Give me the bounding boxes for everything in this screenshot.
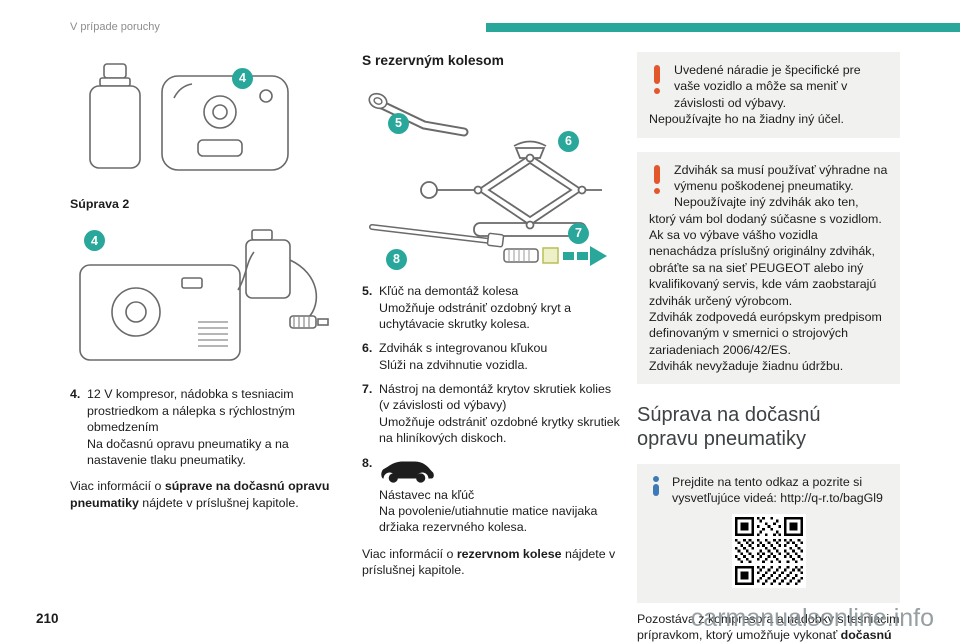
info-text: Prejdite na tento odkaz a pozrite si vys… [672, 474, 883, 505]
item-title: Nástavec na kľúč [379, 487, 475, 502]
info-icon [649, 475, 664, 496]
tool-item-6: 6. Zdvihák s integrovanou kľukou Slúži n… [362, 340, 622, 373]
watermark: carmanualsonline.info [690, 604, 934, 632]
page-number: 210 [36, 611, 59, 626]
compressor-with-bottle-illustration [79, 229, 329, 362]
qr-code-container [649, 514, 888, 592]
qr-code [731, 514, 806, 589]
callout-badge-5: 5 [388, 113, 409, 135]
qr-code-pattern [734, 517, 803, 586]
right-column: Uvedené náradie je špecifické pre vaše v… [637, 52, 900, 643]
item-number: 8. [362, 455, 373, 470]
warning-text: Nepoužívajte iný zdvihák ako ten, ktorý … [649, 195, 882, 226]
more-info-paragraph: Viac informácií o rezervnom kolese nájde… [362, 546, 622, 579]
callout-badge-7: 7 [568, 223, 589, 245]
warning-text: Nepoužívajte ho na žiadny iný účel. [649, 112, 844, 127]
warning-text: Zdvihák nevyžaduje žiadnu údržbu. [649, 359, 844, 373]
tool-item-8: 8. Nástavec na kľúč Na povolenie/utiahnu… [362, 455, 622, 536]
text-run: Pozostáva z kompresora a nádobky s tesni… [637, 611, 900, 643]
warning-box-jack: Zdvihák sa musí používať výhradne na vým… [637, 151, 900, 385]
item-desc: Na povolenie/utiahnutie matice navijaka … [379, 503, 598, 535]
spare-wheel-tools-figure: 5 6 7 8 [362, 75, 622, 275]
item-text: Nástroj na demontáž krytov skrutiek koli… [379, 381, 622, 447]
item-number: 4. [70, 387, 81, 402]
item-number: 6. [362, 341, 373, 356]
jack-and-wrench-illustration [368, 93, 607, 267]
kit-item-4: 4. 12 V kompresor, nádobka s tesniacim p… [70, 386, 332, 468]
sealant-bottle-and-compressor-illustration [89, 63, 289, 171]
car-icon [381, 461, 434, 483]
warning-text: Zdvihák zodpovedá európskym predpisom de… [649, 309, 882, 357]
middle-column: S rezervným kolesom [362, 52, 622, 578]
item-number: 7. [362, 382, 373, 397]
figure-caption: Súprava 2 [70, 197, 130, 211]
text-run: Viac informácií o [70, 479, 165, 494]
sealant-kit-top-figure: 4 [70, 52, 332, 192]
item-text: 12 V kompresor, nádobka s tesniacim pros… [87, 386, 332, 468]
section-subheading: S rezervným kolesom [362, 53, 504, 68]
section-title: Súprava na dočasnú opravu pneumatiky [637, 404, 821, 450]
text-run: Viac informácií o [362, 546, 457, 561]
text-run-bold: súprave na dočasnú opravu pneumatiky [70, 479, 330, 510]
running-header: V prípade poruchy [70, 21, 160, 33]
callout-badge-4: 4 [84, 230, 105, 252]
tool-item-7: 7. Nástroj na demontáž krytov skrutiek k… [362, 381, 622, 447]
compressor-kit-figure: 4 [70, 220, 332, 378]
warning-box-tools: Uvedené náradie je špecifické pre vaše v… [637, 52, 900, 138]
item-title: 12 V kompresor, nádobka s tesniacim pros… [87, 387, 295, 435]
callout-badge-8: 8 [386, 249, 407, 271]
item-text: Kľúč na demontáž kolesa Umožňuje odstrán… [379, 283, 622, 332]
callout-badge-6: 6 [558, 131, 579, 153]
item-title: Zdvihák s integrovanou kľukou [379, 341, 548, 356]
left-column: 4 Súprava 2 4 4. 1 [70, 52, 332, 511]
item-desc: Slúži na zdvihnutie vozidla. [379, 357, 528, 372]
warning-icon [649, 163, 666, 197]
item-desc: Umožňuje odstrániť ozdobné krytky skruti… [379, 414, 620, 446]
item-number: 5. [362, 284, 373, 299]
header-accent-bar [486, 23, 960, 32]
warning-text: Uvedené náradie je špecifické pre vaše v… [674, 63, 861, 110]
item-text: Nástavec na kľúč Na povolenie/utiahnutie… [379, 455, 622, 536]
closing-paragraph: Pozostáva z kompresora a nádobky s tesni… [637, 611, 900, 643]
text-run-bold: rezervnom kolese [456, 546, 562, 561]
item-title: Kľúč na demontáž kolesa [379, 284, 519, 299]
item-title: Nástroj na demontáž krytov skrutiek koli… [379, 382, 612, 413]
item-text: Zdvihák s integrovanou kľukou Slúži na z… [379, 340, 622, 373]
tool-item-5: 5. Kľúč na demontáž kolesa Umožňuje odst… [362, 283, 622, 332]
more-info-paragraph: Viac informácií o súprave na dočasnú opr… [70, 478, 332, 511]
warning-text: Ak sa vo výbave vášho vozidla nenachádza… [649, 228, 877, 308]
warning-icon [649, 63, 666, 97]
item-desc: Na dočasnú opravu pneumatiky a na nastav… [87, 436, 289, 467]
callout-badge-4: 4 [232, 68, 253, 89]
item-desc: Umožňuje odstrániť ozdobný kryt a uchytá… [379, 300, 571, 331]
warning-text: Zdvihák sa musí používať výhradne na vým… [674, 162, 888, 193]
text-run: nájdete v príslušnej kapitole. [362, 546, 616, 578]
text-run-bold: dočasnú [840, 628, 892, 643]
info-box-video-link: Prejdite na tento odkaz a pozrite si vys… [637, 463, 900, 603]
text-run: nájdete v príslušnej kapitole. [138, 495, 299, 510]
